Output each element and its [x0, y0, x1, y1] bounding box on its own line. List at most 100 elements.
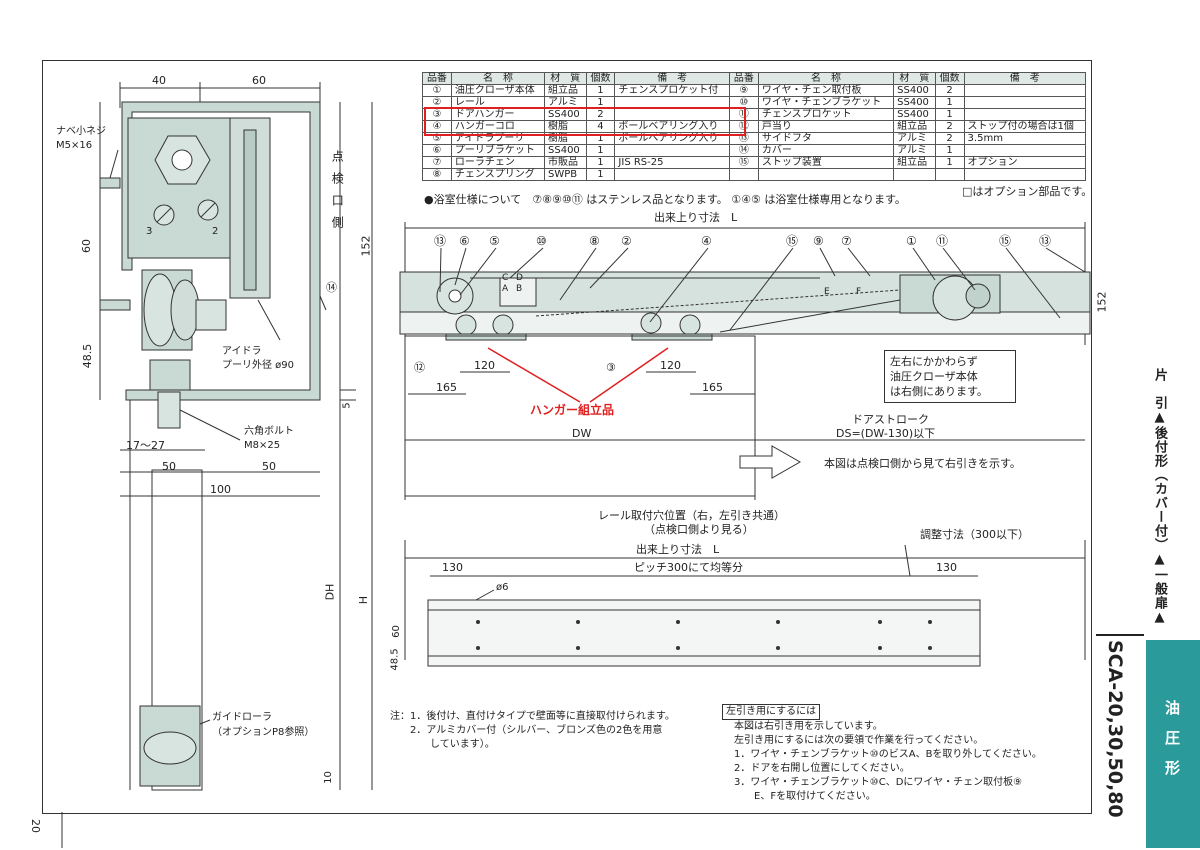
guide-roller-label: ガイドローラ: [212, 712, 272, 723]
parts-table-header: 品番 名 称 材 質 個数 備 考 品番 名 称 材 質 個数 備 考: [422, 72, 1087, 85]
header-no: 品番: [422, 72, 452, 85]
header-remarks: 備 考: [963, 72, 1087, 85]
part-remarks: [963, 168, 1087, 181]
header-name: 名 称: [757, 72, 895, 85]
dim-dh: DH: [323, 583, 337, 601]
hanger-assembly-label: ハンガー組立品: [530, 403, 615, 417]
bolt-size: M8×25: [244, 440, 281, 451]
inspection-side: 点検口側: [330, 150, 345, 238]
callout-14: ⑭: [326, 281, 337, 294]
part-qty: 1: [934, 96, 965, 109]
rail-dim-48-5: 48.5: [389, 648, 401, 671]
label-D: D: [516, 273, 523, 283]
part-qty: [934, 168, 965, 181]
part-material: SS400: [893, 108, 936, 121]
general-notes: 注：1．後付け、直付けタイプで壁面等に直接取付けられます。 2．アルミカバー付（…: [390, 710, 675, 752]
dim-h: H: [357, 595, 371, 605]
note-line: 注：1．後付け、直付けタイプで壁面等に直接取付けられます。: [390, 711, 675, 722]
part-name: ワイヤ・チェン取付板: [757, 84, 895, 97]
part-name: チェンスプリング: [450, 168, 546, 181]
part-name: サイドフタ: [757, 132, 895, 145]
left-hand-instructions: 左引き用にするには 本図は右引き用を示しています。 左引き用にするには次の要領で…: [722, 704, 1042, 804]
page-number: 20: [29, 819, 43, 834]
note-line-2: 油圧クローザ本体: [890, 370, 978, 383]
view-note: 本図は点検口側から見て右引きを示す。: [824, 457, 1021, 470]
part-material: アルミ: [893, 132, 936, 145]
drawing-frame: [42, 60, 1092, 814]
callout-number: ⑧: [589, 234, 600, 248]
hole-diameter: ø6: [496, 582, 509, 593]
dim-dw: DW: [572, 427, 592, 440]
note-line: 2．アルミカバー付（シルバー、ブロンズ色の2色を用意: [390, 725, 663, 736]
instruction-line: 1．ワイヤ・チェンブラケット⑩のビスA、Bを取り外してください。: [734, 749, 1042, 760]
rail-title: レール取付穴位置（右，左引き共通）: [598, 509, 785, 522]
category-band: [1146, 640, 1200, 848]
callout-number: ⑨: [813, 234, 824, 248]
part-name: 油圧クローザ本体: [450, 84, 546, 97]
part-remarks: チェンスプロケット付: [614, 84, 730, 97]
callout-number: ④: [701, 234, 712, 248]
part-remarks: [614, 168, 730, 181]
part-no: ⑨: [728, 84, 759, 97]
part-name: ドアハンガー: [450, 108, 546, 121]
header-no: 品番: [728, 72, 759, 85]
part-material: 組立品: [893, 120, 936, 133]
header-name: 名 称: [450, 72, 546, 85]
instruction-line: 3．ワイヤ・チェンブラケット⑩C、Dにワイヤ・チェン取付板⑨: [734, 777, 1023, 788]
screw-size: M5×16: [56, 140, 93, 151]
model-panel: [1096, 634, 1144, 850]
part-qty: 1: [585, 144, 616, 157]
dim-165-b: 165: [702, 381, 723, 394]
note-line-3: は右側にあります。: [890, 385, 988, 398]
callout-number: ⑬: [434, 234, 447, 248]
part-material: アルミ: [893, 144, 936, 157]
part-remarks: ストップ付の場合は1個: [963, 120, 1087, 133]
note-line: しています）。: [390, 739, 495, 750]
bath-note: ●浴室仕様について ⑦⑧⑨⑩⑪ はステンレス品となります。 ①④⑤ は浴室仕様専…: [424, 193, 906, 206]
part-no: ⑥: [422, 144, 452, 157]
part-remarks: [963, 84, 1087, 97]
side-category: 油 圧 形: [1163, 700, 1181, 775]
dim-165-a: 165: [436, 381, 457, 394]
instruction-line: E、Fを取付けてください。: [734, 791, 876, 802]
guide-roller-note: （オプションP8参照）: [212, 727, 315, 738]
part-material: [893, 168, 936, 181]
dim-40: 40: [152, 74, 166, 87]
part-qty: 1: [934, 144, 965, 157]
pulley-size: プーリ外径 ø90: [222, 360, 295, 371]
callout-number: ①: [906, 234, 917, 248]
dim-50-a: 50: [162, 460, 176, 473]
part-qty: 1: [585, 156, 616, 169]
left-hand-title: 左引き用にするには: [722, 704, 821, 720]
label-F: F: [856, 287, 862, 297]
part-name: ローラチェン: [450, 156, 546, 169]
part-qty: 1: [585, 168, 616, 181]
part-remarks: オプション: [963, 156, 1087, 169]
label-B: B: [516, 284, 523, 294]
header-material: 材 質: [893, 72, 936, 85]
dim-60-top: 60: [252, 74, 266, 87]
callout-number: ⑮: [999, 234, 1012, 248]
part-remarks: [963, 144, 1087, 157]
header-qty: 個数: [585, 72, 616, 85]
part-no: [728, 168, 759, 181]
header-qty: 個数: [934, 72, 965, 85]
part-name: ストップ装置: [757, 156, 895, 169]
rail-dim-60: 60: [390, 625, 402, 638]
part-name: 戸当り: [757, 120, 895, 133]
bolt-label: 六角ボルト: [244, 426, 294, 437]
side-model: SCA-20,30,50,80: [1104, 640, 1126, 818]
part-qty: 2: [934, 132, 965, 145]
door-stroke-formula: DS=(DW-130)以下: [836, 427, 936, 440]
callout-number: ⑥: [459, 234, 470, 248]
dim-5: 5: [341, 402, 353, 409]
header-material: 材 質: [544, 72, 587, 85]
part-material: SS400: [544, 144, 587, 157]
pulley-label: アイドラ: [222, 346, 262, 357]
callout-number: ⑬: [1039, 234, 1052, 248]
header-remarks: 備 考: [614, 72, 730, 85]
callout-number: ②: [621, 234, 632, 248]
